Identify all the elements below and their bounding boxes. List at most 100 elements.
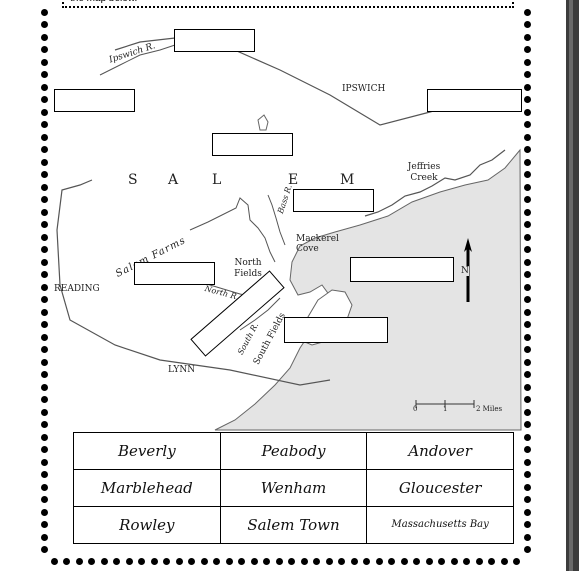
border-dot (40, 283, 48, 291)
border-dot (40, 496, 48, 503)
window-edge-strip (566, 0, 579, 571)
answer-box-mid-right[interactable] (293, 189, 374, 212)
border-dot (40, 108, 48, 116)
north-fields-label: North Fields (234, 258, 262, 279)
word-bank-cell: Massachusetts Bay (366, 506, 514, 544)
border-dot (500, 557, 508, 565)
border-dot (523, 196, 531, 203)
border-dot (338, 557, 345, 565)
border-dot (40, 396, 48, 403)
border-dot (40, 383, 48, 391)
border-dot (438, 557, 445, 565)
border-dot (40, 46, 48, 53)
answer-box-lower[interactable] (284, 317, 388, 343)
mackerel-cove-label: Mackerel Cove (296, 234, 339, 254)
border-dot (40, 308, 48, 316)
sea-area (214, 148, 522, 431)
border-dot (523, 396, 531, 403)
border-dot (325, 557, 333, 565)
border-dot (375, 557, 383, 565)
border-dot (523, 8, 531, 16)
border-dot (523, 496, 531, 503)
salem-letter-l: L (212, 172, 222, 188)
border-dot (523, 321, 531, 328)
border-dot (113, 557, 120, 565)
answer-box-left[interactable] (54, 89, 135, 112)
answer-box-right[interactable] (427, 89, 522, 112)
border-dot (40, 508, 48, 516)
north-arrow-label: N (461, 266, 469, 276)
answer-box-top[interactable] (174, 29, 255, 52)
border-dot (40, 8, 48, 16)
border-dot (40, 371, 48, 378)
border-dot (40, 258, 48, 266)
border-dot (40, 533, 48, 541)
worksheet-page: the map below. Ipswich R. IPSWICH S A L … (40, 0, 531, 565)
border-dot (523, 333, 531, 341)
border-dot (40, 408, 48, 416)
border-dot (413, 557, 420, 565)
border-dot (40, 358, 48, 366)
border-dot (523, 446, 531, 453)
border-dot (450, 557, 458, 565)
window-edge-strip-inner (569, 0, 573, 571)
border-dot (138, 557, 145, 565)
salem-letter-e: E (288, 172, 299, 188)
border-dot (513, 557, 520, 565)
border-dot (463, 557, 470, 565)
border-dot (40, 433, 48, 441)
border-dot (523, 371, 531, 378)
border-dot (523, 58, 531, 66)
border-dot (40, 296, 48, 303)
border-dot (40, 321, 48, 328)
border-dot (523, 521, 531, 528)
border-dot (263, 557, 270, 565)
border-dot (523, 458, 531, 466)
border-dot (425, 557, 433, 565)
border-dot (523, 246, 531, 253)
salem-letter-m: M (340, 172, 355, 188)
border-dot (175, 557, 183, 565)
border-dot (523, 33, 531, 41)
western-boundary (56, 179, 331, 386)
border-dot (40, 146, 48, 153)
answer-box-center[interactable] (212, 133, 293, 156)
border-dot (40, 171, 48, 178)
border-dot (523, 346, 531, 353)
border-dot (363, 557, 370, 565)
border-dot (238, 557, 245, 565)
table-row: Rowley Salem Town Massachusetts Bay (73, 506, 514, 544)
word-bank-cell: Gloucester (366, 469, 514, 507)
border-dot (388, 557, 395, 565)
bass-river-line (267, 194, 286, 246)
border-dot (40, 233, 48, 241)
answer-box-sea[interactable] (350, 257, 454, 282)
border-dot (523, 508, 531, 516)
answer-box-mid-left[interactable] (134, 262, 215, 285)
border-dot (523, 546, 531, 553)
word-bank-table: Beverly Peabody Andover Marblehead Wenha… (73, 432, 514, 544)
instructions-box: the map below. (62, 0, 514, 8)
border-dot (40, 33, 48, 41)
border-dot (275, 557, 283, 565)
border-dot (40, 333, 48, 341)
border-dot (200, 557, 208, 565)
word-bank-cell: Andover (366, 432, 514, 470)
scale-start-label: 0 (413, 405, 418, 413)
border-dot (40, 446, 48, 453)
ipswich-label: IPSWICH (342, 84, 386, 94)
border-dot (523, 358, 531, 366)
border-dot (188, 557, 195, 565)
word-bank-cell: Beverly (73, 432, 221, 470)
scale-end-label: 2 Miles (476, 405, 503, 413)
word-bank-cell: Wenham (219, 469, 368, 507)
border-dot (150, 557, 158, 565)
border-dot (40, 546, 48, 553)
north-arrow-head (464, 238, 472, 252)
border-dot (313, 557, 320, 565)
border-dot (523, 421, 531, 428)
border-dot (40, 271, 48, 278)
border-dot (250, 557, 258, 565)
border-dot (350, 557, 358, 565)
salem-letter-a: A (168, 172, 179, 188)
